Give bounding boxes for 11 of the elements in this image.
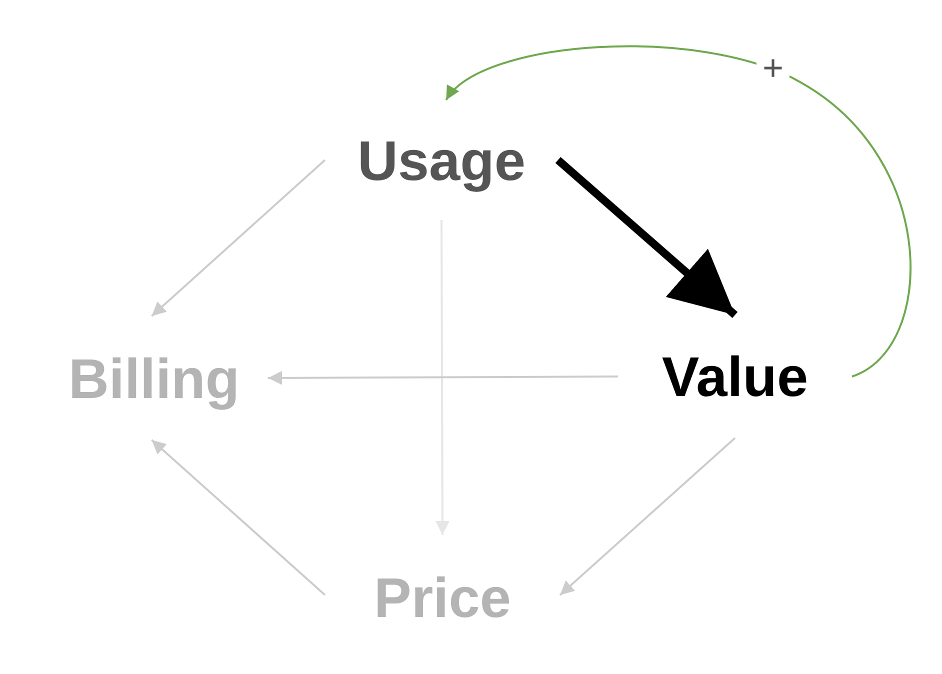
arrow — [151, 439, 326, 596]
node-label: Billing — [68, 346, 240, 410]
arrow — [268, 370, 618, 385]
node-label: Value — [662, 344, 808, 409]
arrow — [151, 159, 326, 317]
arrow — [559, 437, 736, 596]
node-label: Usage — [357, 128, 526, 192]
arrow — [435, 220, 450, 535]
node-label: Price — [374, 565, 511, 630]
curved-arrow — [445, 45, 912, 378]
thick-arrow — [555, 156, 738, 318]
